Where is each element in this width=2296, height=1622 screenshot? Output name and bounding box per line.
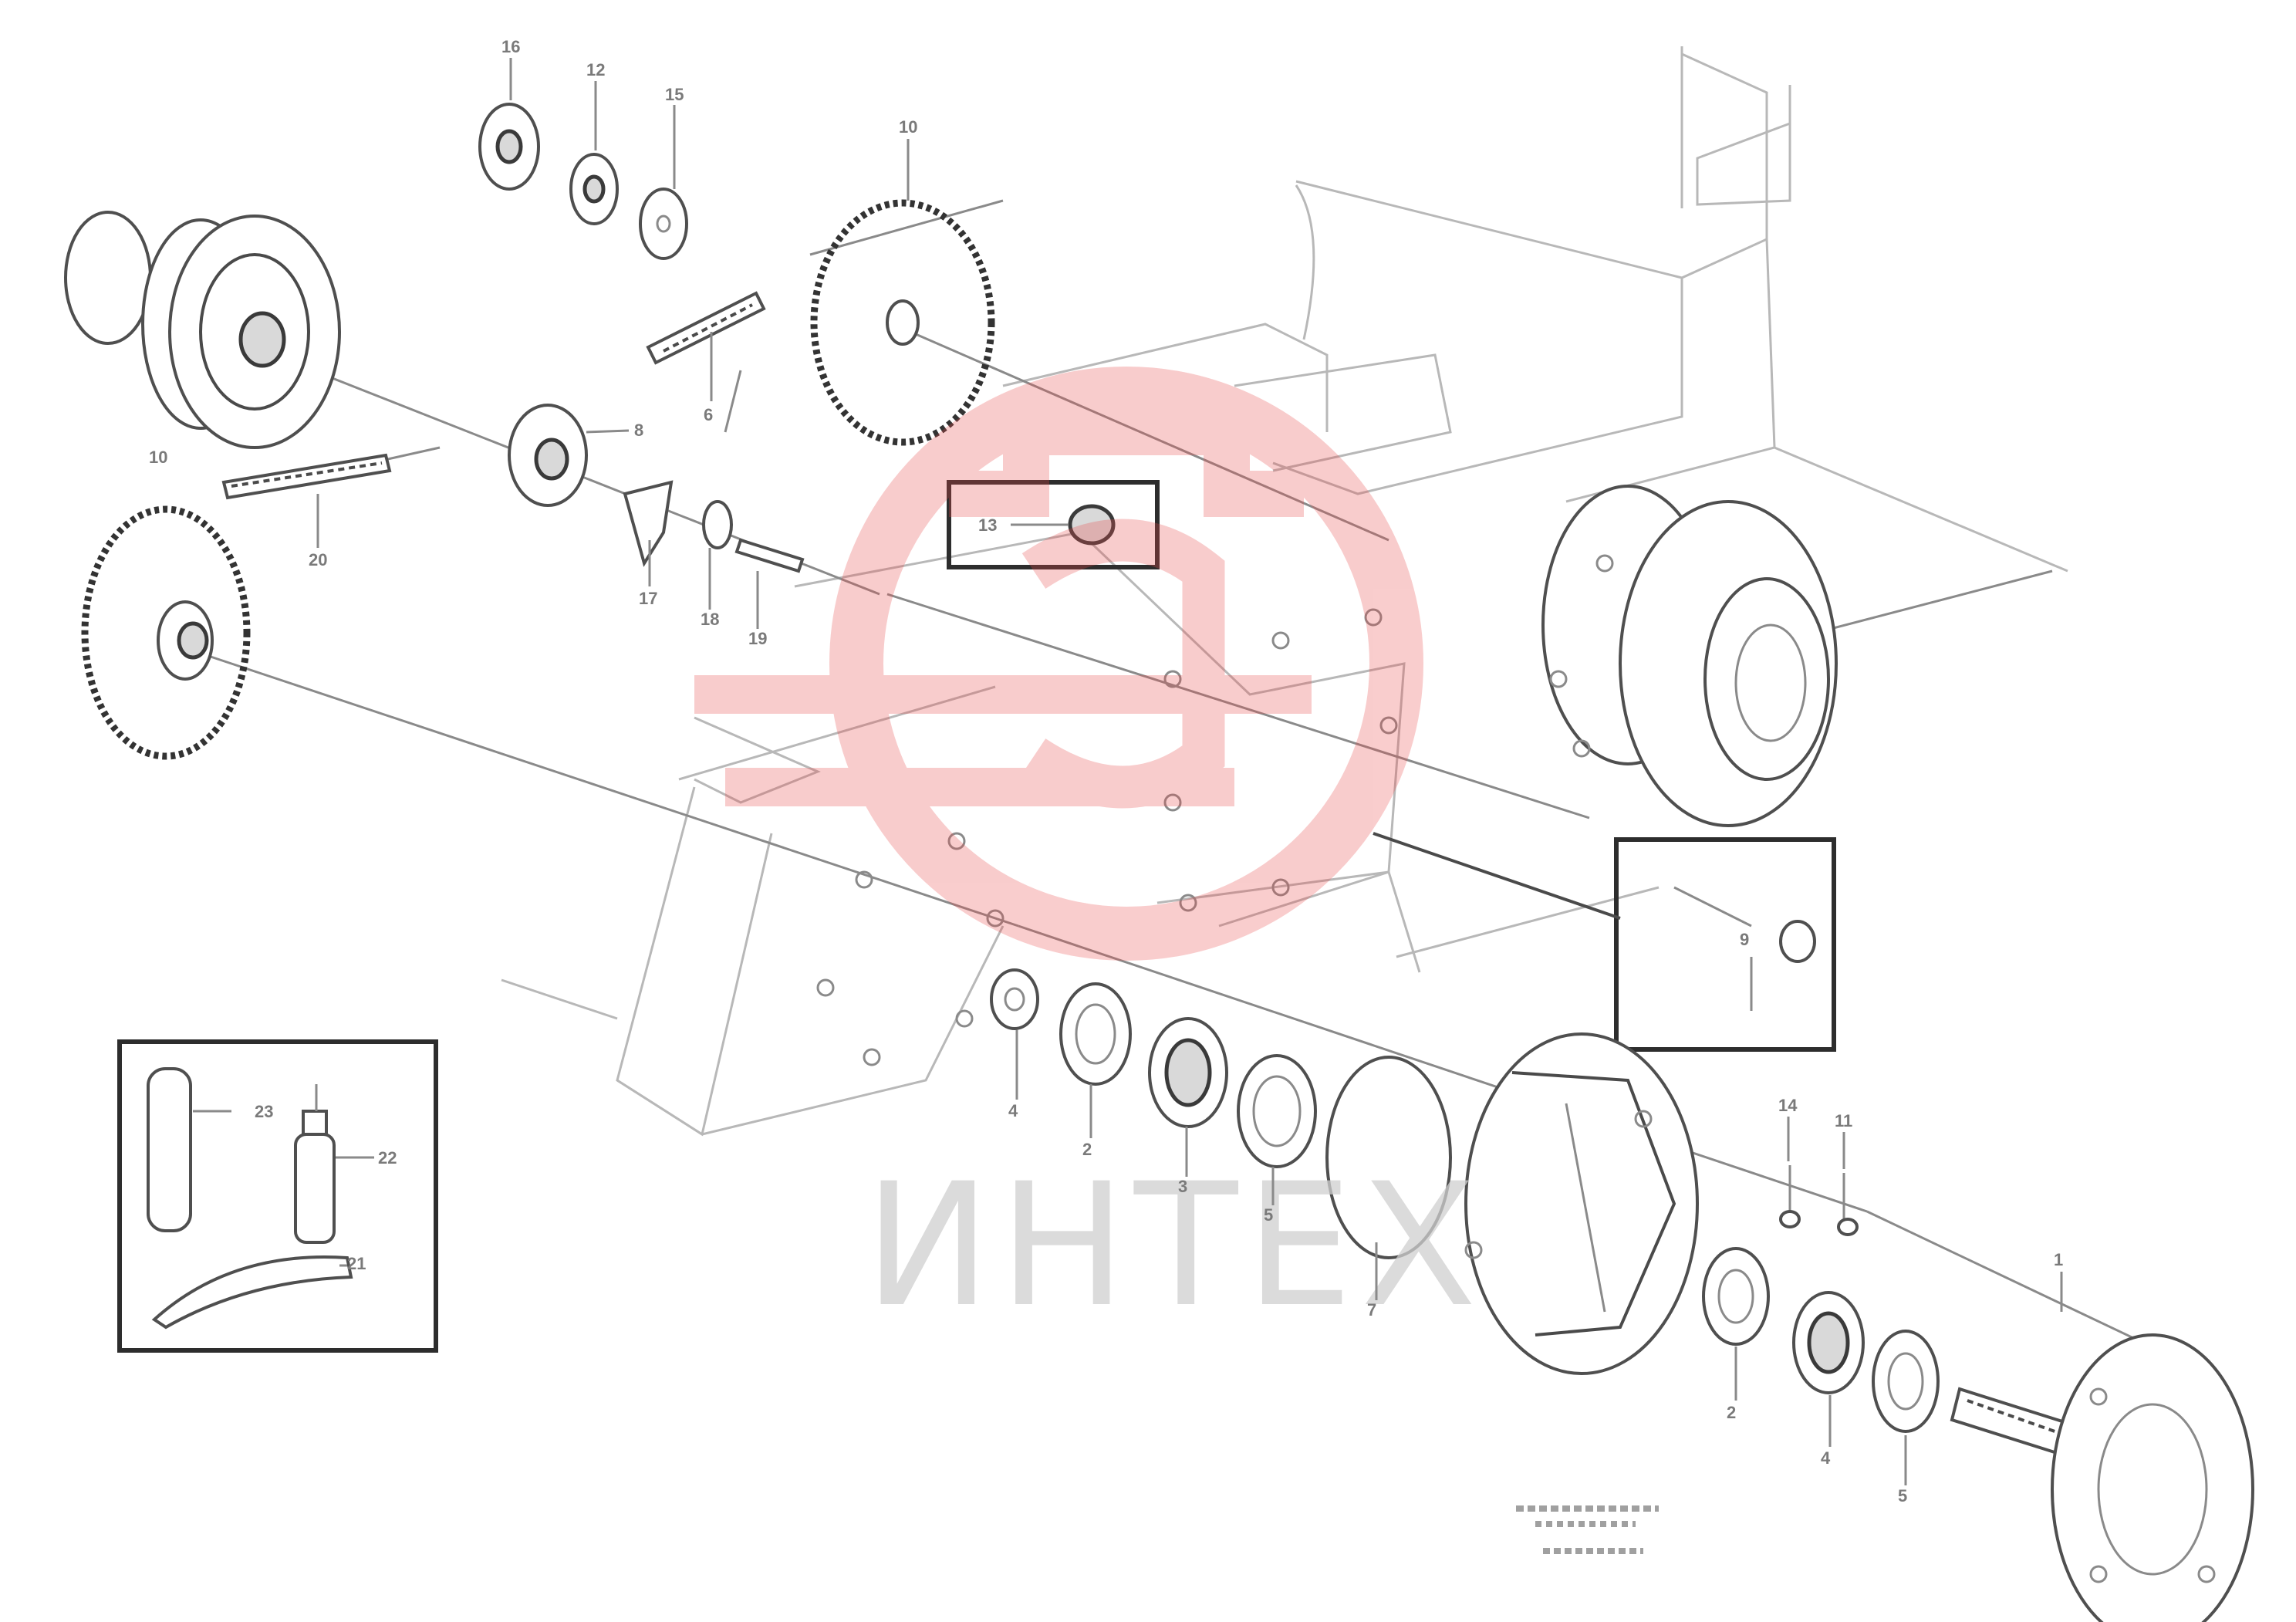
callout-15: 15: [665, 85, 684, 104]
callout-14: 14: [1778, 1096, 1798, 1115]
callout-11: 11: [1835, 1111, 1852, 1130]
part-washer-15: [639, 188, 688, 260]
part-o-ring-7: [1325, 1056, 1452, 1259]
callout-labels: 16 12 15 10 6 10 20 8 17 18 19 13 4 2 3 …: [149, 37, 2063, 1505]
part-bearing-4b: [1792, 1291, 1865, 1394]
part-race-2b: [1702, 1247, 1770, 1346]
callout-16: 16: [501, 37, 520, 56]
callout-4: 4: [1008, 1101, 1018, 1120]
callout-12: 12: [586, 60, 605, 79]
part-seal-5b: [1872, 1330, 1940, 1433]
callout-23: 23: [255, 1102, 273, 1121]
part-gear-8: [508, 404, 588, 507]
part-race-5: [1237, 1054, 1317, 1168]
callout-6: 6: [704, 405, 713, 424]
inset-box-bolt-detail: [1373, 832, 1836, 1052]
callout-3: 3: [1178, 1177, 1187, 1196]
part-ring-gear-large: [810, 199, 995, 446]
part-bearing-3: [1148, 1017, 1228, 1128]
part-shaft-20: [221, 453, 392, 500]
part-hub-lower: [1464, 1032, 1699, 1375]
part-pin-17: [623, 480, 674, 567]
callout-4b: 4: [1821, 1448, 1831, 1468]
part-drive-flange: [1950, 1333, 2254, 1622]
callout-2: 2: [1082, 1140, 1092, 1159]
callout-5: 5: [1264, 1205, 1273, 1225]
part-bolt-19: [734, 538, 805, 573]
part-bearing-16: [478, 103, 540, 191]
part-hub-upper: [1541, 485, 1838, 827]
callout-5b: 5: [1898, 1486, 1907, 1505]
callout-1: 1: [2054, 1250, 2063, 1269]
watermark-logo: [694, 367, 1423, 961]
callout-10: 10: [899, 117, 917, 137]
part-nut-12: [569, 153, 619, 225]
part-stud-14-11: [1779, 1165, 1859, 1236]
part-shaft-6: [646, 291, 766, 365]
part-seal-2: [1059, 982, 1132, 1086]
callout-19: 19: [748, 629, 767, 648]
callout-8: 8: [634, 421, 643, 440]
callout-13: 13: [978, 515, 997, 535]
callout-9: 9: [1740, 930, 1749, 949]
callout-17: 17: [639, 589, 657, 608]
callout-22: 22: [378, 1148, 397, 1168]
part-nut-4: [990, 968, 1039, 1030]
part-planetary-carrier: [64, 211, 341, 449]
callout-21: 21: [347, 1254, 366, 1273]
watermark-brand-text: ИНТЕХ: [864, 1147, 1484, 1344]
callout-7: 7: [1367, 1300, 1376, 1320]
part-washer-18: [702, 500, 733, 549]
part-gear-ring-small: [81, 505, 251, 760]
callout-20: 20: [309, 550, 327, 569]
reference-code-marks: [1516, 1505, 1659, 1554]
callout-2b: 2: [1727, 1403, 1736, 1422]
callout-18: 18: [701, 610, 719, 629]
inset-box-service-kit: [117, 1039, 438, 1353]
callout-10b: 10: [149, 448, 167, 467]
inset-box-13: [947, 480, 1160, 569]
